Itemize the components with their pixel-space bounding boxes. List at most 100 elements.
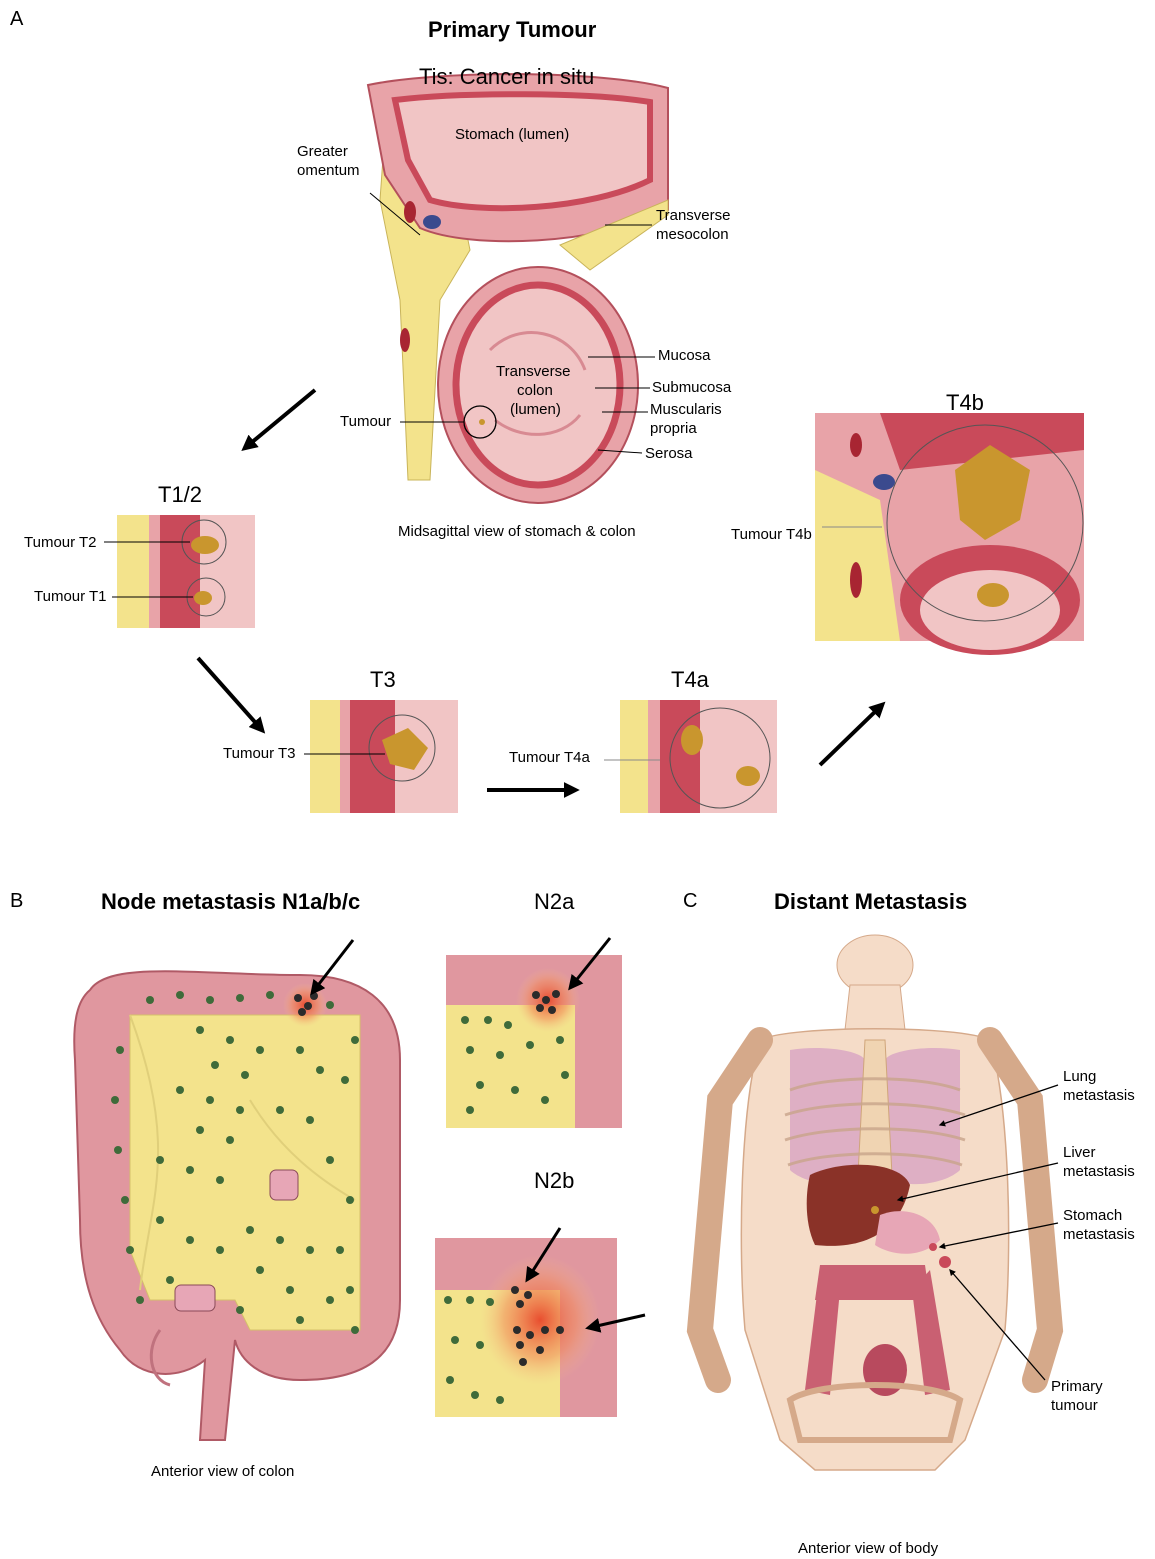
label-transverse-colon-3: (lumen)	[510, 400, 561, 419]
t12-inset	[117, 515, 255, 628]
lymph-node	[336, 1246, 344, 1254]
lymph-node	[176, 1086, 184, 1094]
t4b-inset	[815, 413, 1084, 655]
lymph-node	[216, 1176, 224, 1184]
label-transverse-mesocolon-1: Transverse	[656, 206, 730, 225]
label-primary-2: tumour	[1051, 1396, 1098, 1415]
caption-body: Anterior view of body	[798, 1540, 938, 1557]
label-stomach-1: Stomach	[1063, 1206, 1122, 1225]
lymph-node	[326, 1156, 334, 1164]
lymph-node	[211, 1061, 219, 1069]
lymph-node	[341, 1076, 349, 1084]
lymph-node	[351, 1326, 359, 1334]
label-transverse-mesocolon-2: mesocolon	[656, 225, 729, 244]
lymph-node	[226, 1136, 234, 1144]
lymph-node	[121, 1196, 129, 1204]
lymph-node	[346, 1286, 354, 1294]
lymph-node	[111, 1096, 119, 1104]
lymph-node	[296, 1046, 304, 1054]
label-muscularis-1: Muscularis	[650, 400, 722, 419]
lymph-node	[216, 1246, 224, 1254]
lymph-node	[326, 1001, 334, 1009]
stage-title-t4a: T4a	[671, 667, 709, 693]
label-liver-2: metastasis	[1063, 1162, 1135, 1181]
label-stomach-lumen: Stomach (lumen)	[455, 125, 569, 144]
lymph-node	[351, 1036, 359, 1044]
lymph-node	[166, 1276, 174, 1284]
lymph-node	[156, 1156, 164, 1164]
label-mucosa: Mucosa	[658, 346, 711, 365]
panel-c-title: Distant Metastasis	[774, 889, 967, 915]
label-greater-omentum-1: Greater	[297, 142, 348, 161]
lymph-node	[276, 1236, 284, 1244]
stage-title-t12: T1/2	[158, 482, 202, 508]
lymph-node	[196, 1026, 204, 1034]
panel-a-letter: A	[10, 8, 23, 31]
lymph-node	[241, 1071, 249, 1079]
lymph-node	[326, 1296, 334, 1304]
lymph-node	[316, 1066, 324, 1074]
panel-b-title: Node metastasis N1a/b/c	[101, 889, 360, 915]
label-transverse-colon-1: Transverse	[496, 362, 570, 381]
n2a-inset	[446, 955, 622, 1128]
lymph-node	[116, 1046, 124, 1054]
lymph-node	[226, 1036, 234, 1044]
lymph-node	[306, 1246, 314, 1254]
metastatic-node	[310, 992, 318, 1000]
lymph-node	[206, 996, 214, 1004]
label-tumour-t2: Tumour T2	[24, 533, 97, 552]
lymph-node	[346, 1196, 354, 1204]
label-lung-2: metastasis	[1063, 1086, 1135, 1105]
label-submucosa: Submucosa	[652, 378, 731, 397]
panel-b-letter: B	[10, 890, 23, 913]
lymph-node	[266, 991, 274, 999]
label-tumour: Tumour	[340, 412, 391, 431]
label-serosa: Serosa	[645, 444, 693, 463]
label-stomach-2: metastasis	[1063, 1225, 1135, 1244]
lymph-node	[256, 1046, 264, 1054]
lymph-node	[306, 1116, 314, 1124]
t3-inset	[310, 700, 458, 813]
label-tumour-t4b: Tumour T4b	[731, 525, 812, 544]
n2a-title: N2a	[534, 889, 574, 915]
lymph-node	[236, 1306, 244, 1314]
lymph-node	[236, 1106, 244, 1114]
caption-colon: Anterior view of colon	[151, 1463, 294, 1480]
label-tumour-t1: Tumour T1	[34, 587, 107, 606]
lymph-node	[196, 1126, 204, 1134]
lymph-node	[296, 1316, 304, 1324]
panel-a-title: Primary Tumour	[428, 17, 596, 43]
lymph-node	[136, 1296, 144, 1304]
colon-illustration	[74, 971, 400, 1440]
lymph-node	[186, 1166, 194, 1174]
lymph-node	[236, 994, 244, 1002]
lymph-node	[286, 1286, 294, 1294]
caption-midsagittal: Midsagittal view of stomach & colon	[398, 523, 636, 540]
stage-title-t4b: T4b	[946, 390, 984, 416]
lymph-node	[176, 991, 184, 999]
label-muscularis-2: propria	[650, 419, 697, 438]
panel-c-letter: C	[683, 890, 697, 913]
lymph-node	[206, 1096, 214, 1104]
metastatic-node	[294, 994, 302, 1002]
body-illustration	[700, 935, 1050, 1470]
stage-title-t3: T3	[370, 667, 396, 693]
label-transverse-colon-2: colon	[517, 381, 553, 400]
lymph-node	[246, 1226, 254, 1234]
metastatic-node	[304, 1002, 312, 1010]
lymph-node	[146, 996, 154, 1004]
lymph-node	[256, 1266, 264, 1274]
lymph-node	[186, 1236, 194, 1244]
label-tumour-t4a: Tumour T4a	[509, 748, 590, 767]
n2b-title: N2b	[534, 1168, 574, 1194]
label-liver-1: Liver	[1063, 1143, 1096, 1162]
label-tumour-t3: Tumour T3	[223, 744, 296, 763]
t4a-inset	[620, 700, 777, 813]
label-greater-omentum-2: omentum	[297, 161, 360, 180]
lymph-node	[156, 1216, 164, 1224]
metastatic-node	[298, 1008, 306, 1016]
lymph-node	[276, 1106, 284, 1114]
label-primary-1: Primary	[1051, 1377, 1103, 1396]
label-lung-1: Lung	[1063, 1067, 1096, 1086]
